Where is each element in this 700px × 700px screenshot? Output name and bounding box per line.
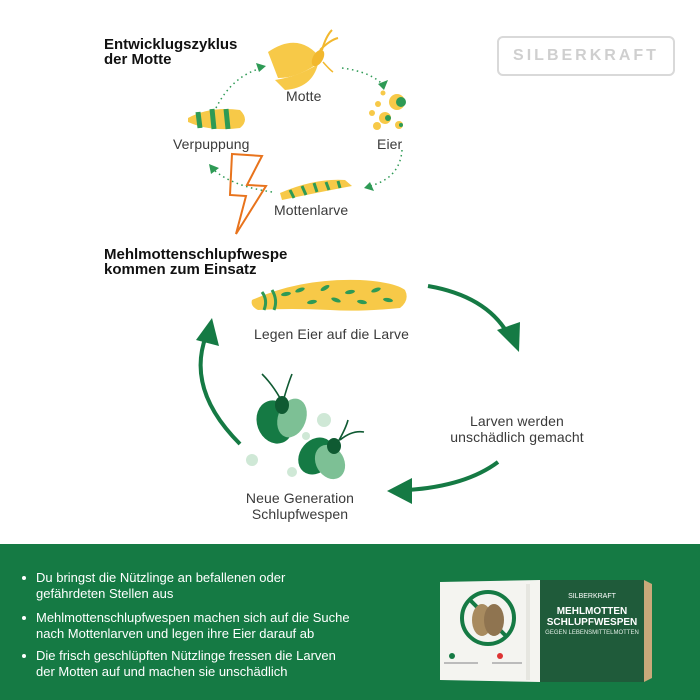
brand-logo-text: SILBERKRAFT bbox=[513, 47, 659, 64]
bullet-dot-icon bbox=[22, 576, 26, 580]
moth-icon bbox=[268, 29, 339, 90]
wasp-cycle-title: Mehlmottenschlupfwespe kommen zum Einsat… bbox=[104, 247, 287, 277]
label-lay-eggs: Legen Eier auf die Larve bbox=[254, 326, 409, 342]
bullet-item-3: Die frisch geschlüpften Nützlinge fresse… bbox=[22, 648, 402, 680]
product-box-brand: SILBERKRAFT bbox=[568, 593, 616, 600]
label-new-generation-line2: Schlupfwespen bbox=[251, 506, 349, 522]
moth-cycle-illustration bbox=[188, 29, 520, 504]
label-eggs: Eier bbox=[377, 136, 403, 152]
label-harmless: Larven werden unschädlich gemacht bbox=[432, 413, 602, 445]
label-moth: Motte bbox=[286, 88, 322, 104]
bullet-item-2: Mehlmottenschlupfwespen machen sich auf … bbox=[22, 610, 402, 642]
bullet-3-line1: Die frisch geschlüpften Nützlinge fresse… bbox=[36, 648, 336, 663]
product-box-title-line1: MEHLMOTTEN bbox=[556, 606, 628, 617]
pupa-icon bbox=[188, 108, 245, 130]
wasp-cycle-arrowheads bbox=[196, 318, 520, 504]
large-larva-icon bbox=[251, 279, 407, 311]
moth-cycle-title-line2: der Motte bbox=[104, 51, 172, 68]
wasp-icon-2 bbox=[298, 419, 365, 480]
wasp-cycle-title-line1: Mehlmottenschlupfwespe bbox=[104, 246, 288, 263]
lightning-icon bbox=[228, 152, 268, 235]
product-box-subtitle: GEGEN LEBENSMITTELMOTTEN bbox=[545, 630, 639, 636]
bullet-dot-icon bbox=[22, 616, 26, 620]
eggs-icon bbox=[369, 90, 406, 130]
label-harmless-line1: Larven werden bbox=[470, 413, 564, 429]
wasp-cycle-title-line2: kommen zum Einsatz bbox=[104, 261, 257, 278]
wasp-eggs-icon bbox=[246, 413, 331, 477]
bullet-item-1: Du bringst die Nützlinge an befallenen o… bbox=[22, 570, 402, 602]
label-new-generation-line1: Neue Generation bbox=[245, 490, 355, 506]
moth-larva-icon bbox=[280, 179, 352, 200]
product-box-title-line2: SCHLUPFWESPEN bbox=[546, 617, 638, 628]
wasp-cycle-arrows bbox=[198, 284, 510, 492]
label-larva: Mottenlarve bbox=[274, 202, 349, 218]
moth-cycle-arrows bbox=[213, 67, 403, 193]
bullet-2-line1: Mehlmottenschlupfwespen machen sich auf … bbox=[36, 610, 350, 625]
brand-logo: SILBERKRAFT bbox=[497, 36, 675, 76]
bullet-2-line2: nach Mottenlarven und legen ihre Eier da… bbox=[36, 626, 315, 641]
bullet-1-line2: gefährdeten Stellen aus bbox=[36, 586, 174, 601]
label-harmless-line2: unschädlich gemacht bbox=[450, 429, 584, 445]
label-new-generation: Neue Generation Schlupfwespen bbox=[218, 490, 382, 522]
moth-cycle-title-line1: Entwicklugszyklus bbox=[104, 36, 238, 53]
moth-cycle-arrowheads bbox=[209, 63, 388, 191]
bullet-3-line2: der Motten auf und machen sie unschädlic… bbox=[36, 664, 288, 679]
product-box-image bbox=[440, 580, 652, 682]
wasp-icon-1 bbox=[256, 373, 307, 444]
product-box-title: MEHLMOTTEN SCHLUPFWESPEN bbox=[540, 606, 644, 628]
label-pupa: Verpuppung bbox=[173, 136, 250, 152]
bullet-dot-icon bbox=[22, 654, 26, 658]
bullet-1-line1: Du bringst die Nützlinge an befallenen o… bbox=[36, 570, 286, 585]
moth-cycle-title: Entwicklugszyklus der Motte bbox=[104, 37, 237, 67]
